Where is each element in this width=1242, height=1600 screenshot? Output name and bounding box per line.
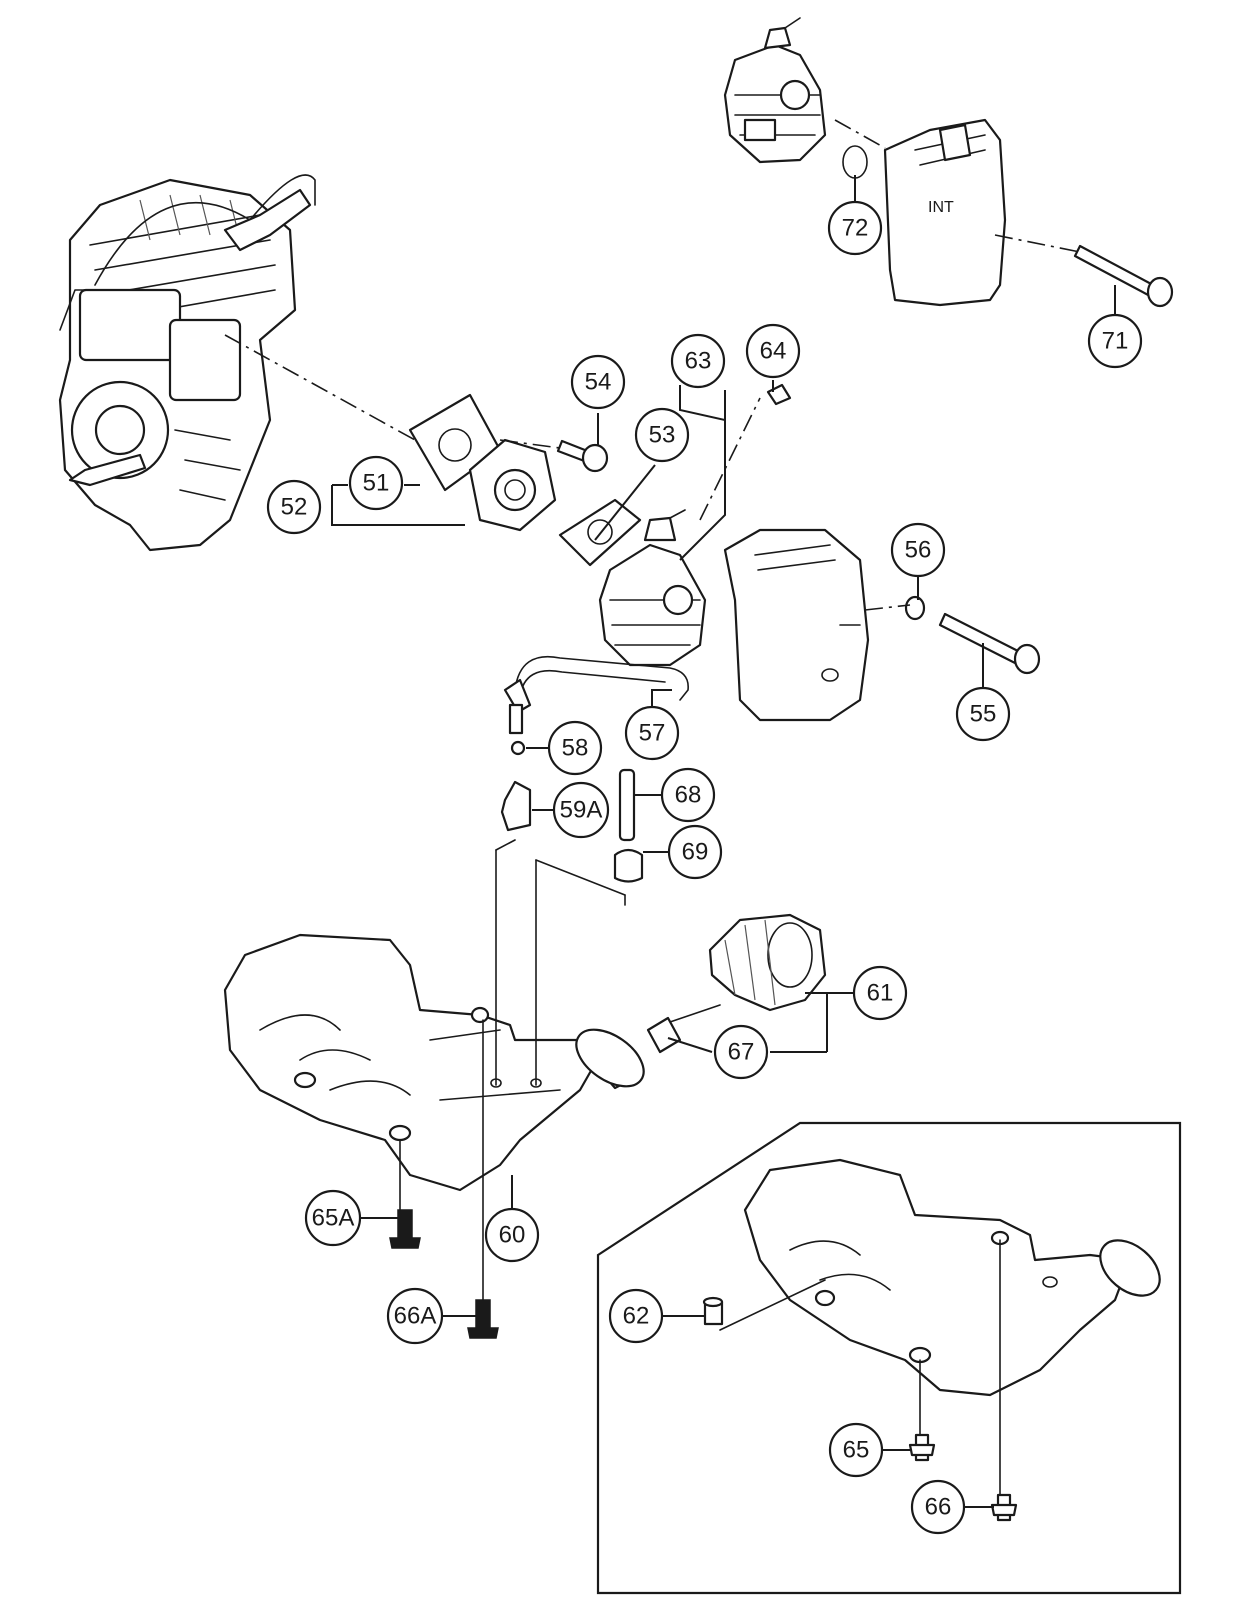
callout-57: 57: [624, 705, 680, 761]
callout-71: 71: [1087, 313, 1143, 369]
callout-55: 55: [955, 686, 1011, 742]
callout-61-label: 61: [867, 980, 894, 1007]
callout-66-label: 66: [925, 1494, 952, 1521]
inset-frame: [596, 1121, 1182, 1595]
air-cleaner-cover-main: [723, 528, 870, 722]
callout-60: 60: [484, 1207, 540, 1263]
callout-66a-label: 66A: [394, 1303, 437, 1330]
callout-62-label: 62: [623, 1303, 650, 1330]
callout-59a-label: 59A: [560, 797, 603, 824]
callout-68: 68: [660, 767, 716, 823]
callout-53: 53: [634, 407, 690, 463]
collar-62: [702, 1296, 724, 1326]
bolt-65a: [389, 1209, 421, 1249]
o-ring-58: [510, 740, 526, 756]
callout-51: 51: [348, 455, 404, 511]
callout-61: 61: [852, 965, 908, 1021]
callout-69: 69: [667, 824, 723, 880]
clip-64: [766, 383, 792, 406]
engine-assembly: [58, 174, 316, 552]
o-ring-72: [842, 145, 868, 179]
fuel-filter-67: [646, 1004, 721, 1054]
callout-51-label: 51: [363, 470, 390, 497]
callout-52: 52: [266, 479, 322, 535]
callout-69-label: 69: [682, 839, 709, 866]
pipe-68: [618, 768, 636, 842]
callout-54: 54: [570, 354, 626, 410]
callout-65a-label: 65A: [312, 1205, 355, 1232]
callout-71-label: 71: [1102, 328, 1129, 355]
leader-lines: [331, 175, 1116, 1508]
callout-66: 66: [910, 1479, 966, 1535]
callout-64-label: 64: [760, 338, 787, 365]
carburetor-upper: [723, 17, 827, 164]
callout-59a: 59A: [552, 781, 610, 839]
callout-52-label: 52: [281, 494, 308, 521]
callout-54-label: 54: [585, 369, 612, 396]
fuel-joint-59a: [500, 780, 532, 832]
callout-65-label: 65: [843, 1437, 870, 1464]
air-cleaner-cover-upper: INT: [883, 118, 1007, 307]
callout-67-label: 67: [728, 1039, 755, 1066]
air-cleaner-mark: INT: [928, 199, 954, 216]
fuel-tank-60: [223, 933, 645, 1192]
callout-62: 62: [608, 1288, 664, 1344]
callout-67: 67: [713, 1024, 769, 1080]
bolt-65: [908, 1433, 936, 1462]
callout-64: 64: [745, 323, 801, 379]
callout-65a: 65A: [304, 1189, 362, 1247]
callout-56-label: 56: [905, 537, 932, 564]
callout-55-label: 55: [970, 701, 997, 728]
callout-66a: 66A: [386, 1287, 444, 1345]
washer-56: [904, 595, 926, 621]
fuel-pipe-57: [503, 656, 689, 735]
carburetor-main: [598, 509, 707, 667]
callout-56: 56: [890, 522, 946, 578]
callout-53-label: 53: [649, 422, 676, 449]
callout-58-label: 58: [562, 735, 589, 762]
callout-68-label: 68: [675, 782, 702, 809]
fuel-cap-61: [708, 913, 827, 1012]
bolt-66: [990, 1493, 1018, 1522]
grommet-69: [613, 848, 644, 883]
fuel-tank-inset: [743, 1158, 1161, 1397]
bolt-54: [556, 439, 609, 473]
callout-58: 58: [547, 720, 603, 776]
callout-72: 72: [827, 200, 883, 256]
bolt-66a: [467, 1299, 499, 1339]
callout-57-label: 57: [639, 720, 666, 747]
bolt-55: [938, 612, 1041, 675]
callout-72-label: 72: [842, 215, 869, 242]
bolt-71: [1073, 244, 1174, 308]
callout-63-label: 63: [685, 348, 712, 375]
callout-63: 63: [670, 333, 726, 389]
callout-65: 65: [828, 1422, 884, 1478]
callout-60-label: 60: [499, 1222, 526, 1249]
